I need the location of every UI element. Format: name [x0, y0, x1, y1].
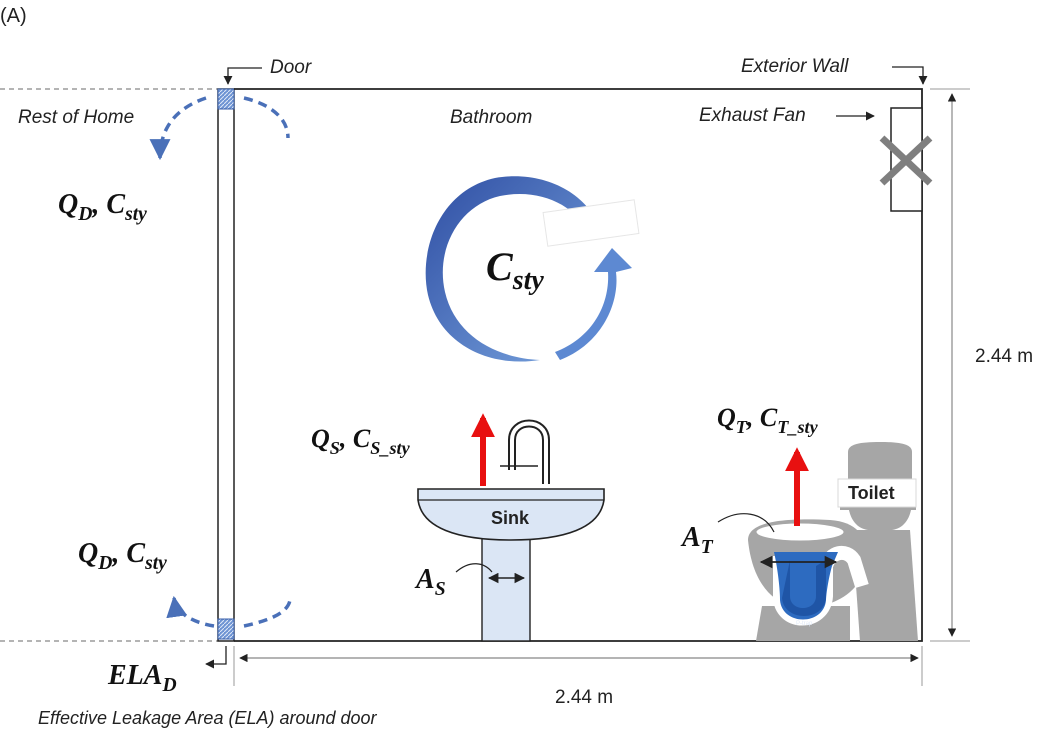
toilet-label: Toilet	[848, 483, 895, 503]
toilet-label-box	[837, 478, 917, 508]
as-pointer	[455, 563, 493, 573]
exterior-wall-label: Exterior Wall	[741, 56, 849, 77]
qd-bottom-symbol: QD, Csty	[78, 538, 167, 574]
bottom-inflow-arc	[243, 599, 292, 628]
at-pointer	[717, 513, 775, 533]
at-symbol: AT	[680, 522, 714, 558]
top-outflow-arrow	[149, 96, 207, 161]
toilet-icon: P-trap	[748, 442, 918, 641]
door-label: Door	[270, 57, 312, 78]
bottom-door-gap	[217, 618, 235, 640]
qd-top-symbol: QD, Csty	[58, 189, 147, 225]
as-symbol: AS	[414, 564, 446, 600]
ela-caption: Effective Leakage Area (ELA) around door	[38, 708, 378, 728]
height-dimension-label: 2.44 m	[975, 346, 1033, 367]
sink-label: Sink	[491, 508, 530, 528]
bottom-outflow-arrow	[166, 595, 215, 628]
mixing-swirl-icon	[425, 176, 640, 362]
exhaust-fan-icon	[879, 107, 933, 212]
c-sty-center-symbol: Csty	[486, 244, 544, 296]
exhaust-fan-label: Exhaust Fan	[699, 105, 806, 126]
qs-symbol: QS, CS_sty	[311, 424, 411, 458]
bathroom-label: Bathroom	[450, 107, 532, 128]
top-door-gap	[217, 88, 235, 110]
svg-text:P-trap: P-trap	[796, 621, 813, 627]
sink-icon	[417, 419, 605, 642]
top-inflow-arc	[243, 96, 290, 139]
panel-label: (A)	[0, 5, 27, 27]
room-walls	[234, 88, 923, 642]
exterior-wall-pointer	[892, 66, 928, 85]
rest-of-home-label: Rest of Home	[18, 107, 134, 128]
door-pointer	[223, 67, 262, 85]
qt-symbol: QT, CT_sty	[717, 403, 819, 437]
ela-pointer	[205, 646, 227, 669]
ela-symbol: ELAD	[107, 660, 177, 696]
door	[217, 88, 235, 642]
width-dimension-label: 2.44 m	[555, 687, 613, 708]
